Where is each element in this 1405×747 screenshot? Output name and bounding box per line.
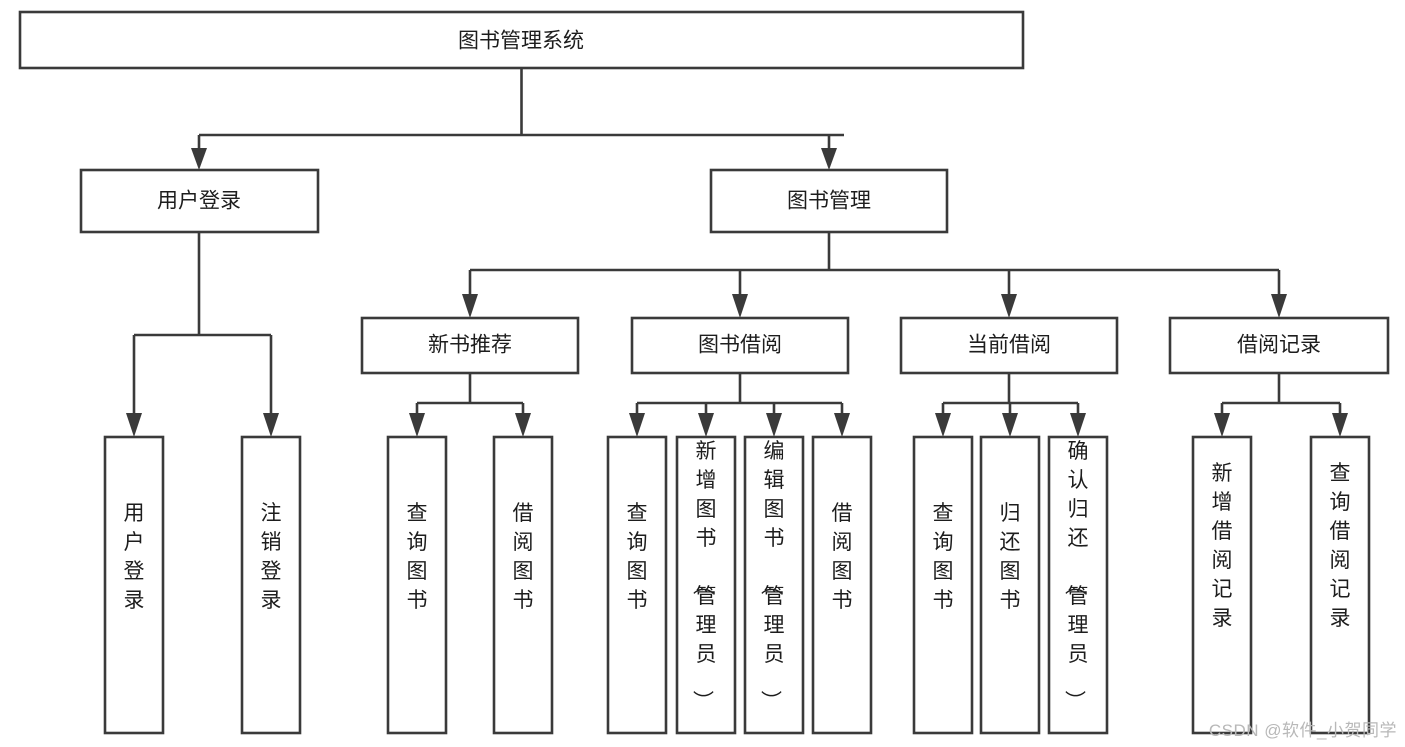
node-book-management[interactable]: 图书管理 xyxy=(709,168,949,234)
node-user-login-box[interactable] xyxy=(79,168,320,234)
node-borrow-record-label: 借阅记录 xyxy=(1237,334,1321,357)
leaf-new-book-1[interactable]: 查询图书 xyxy=(386,435,448,735)
arrowhead-leaf-cb-3 xyxy=(1070,413,1086,437)
arrowhead-leaf-bb-4 xyxy=(834,413,850,437)
arrowhead-leaf-br-2 xyxy=(1332,413,1348,437)
leaf-current-borrow-3-box[interactable] xyxy=(1047,435,1109,735)
leaf-current-borrow-1-box[interactable] xyxy=(912,435,974,735)
leaf-borrow-record-2-box[interactable] xyxy=(1309,435,1371,735)
node-current-borrow[interactable]: 当前借阅 xyxy=(899,316,1119,375)
leaf-user-login-1[interactable]: 用户登录 xyxy=(103,435,165,735)
leaf-user-login-2[interactable]: 注销登录 xyxy=(240,435,302,735)
arrowhead-leaf-nb-1 xyxy=(409,413,425,437)
leaf-current-borrow-1[interactable]: 查询图书 xyxy=(912,435,974,735)
leaf-new-book-2-label: 借阅图书 xyxy=(513,502,534,612)
leaf-user-login-2-label: 注销登录 xyxy=(261,502,282,612)
node-root[interactable]: 图书管理系统 xyxy=(18,10,1025,70)
node-user-login[interactable]: 用户登录 xyxy=(79,168,320,234)
leaf-new-book-2[interactable]: 借阅图书 xyxy=(492,435,554,735)
arrowhead-leaf-nb-2 xyxy=(515,413,531,437)
arrowhead-leaf-user-login-1 xyxy=(126,413,142,437)
node-borrow-record[interactable]: 借阅记录 xyxy=(1168,316,1390,375)
leaf-book-borrow-3[interactable]: 编辑图书（管理员） xyxy=(743,435,805,735)
leaf-new-book-1-box[interactable] xyxy=(386,435,448,735)
leaf-book-borrow-3-label: 编辑图书（管理员） xyxy=(759,440,785,711)
arrowhead-leaf-bb-1 xyxy=(629,413,645,437)
leaf-borrow-record-1-box[interactable] xyxy=(1191,435,1253,735)
leaf-book-borrow-3-box[interactable] xyxy=(743,435,805,735)
arrowhead-new-book xyxy=(462,294,478,318)
leaf-user-login-2-box[interactable] xyxy=(240,435,302,735)
leaf-book-borrow-4[interactable]: 借阅图书 xyxy=(811,435,873,735)
arrowhead-leaf-bb-3 xyxy=(766,413,782,437)
leaf-current-borrow-2-box[interactable] xyxy=(979,435,1041,735)
leaf-borrow-record-2-label: 查询借阅记录 xyxy=(1330,462,1351,630)
node-borrow-record-box[interactable] xyxy=(1168,316,1390,375)
arrowhead-book-borrow xyxy=(732,294,748,318)
arrowhead-leaf-user-login-2 xyxy=(263,413,279,437)
node-current-borrow-label: 当前借阅 xyxy=(967,334,1051,357)
node-root-box[interactable] xyxy=(18,10,1025,70)
arrowhead-leaf-bb-2 xyxy=(698,413,714,437)
node-user-login-label: 用户登录 xyxy=(157,190,241,213)
leaf-current-borrow-3[interactable]: 确认归还（管理员） xyxy=(1047,435,1109,735)
leaf-book-borrow-1[interactable]: 查询图书 xyxy=(606,435,668,735)
leaf-new-book-1-label: 查询图书 xyxy=(407,502,428,612)
leaf-borrow-record-1-label: 新增借阅记录 xyxy=(1212,462,1233,630)
node-new-book-recommend-label: 新书推荐 xyxy=(428,334,512,357)
leaf-book-borrow-1-label: 查询图书 xyxy=(627,502,648,612)
leaf-new-book-2-box[interactable] xyxy=(492,435,554,735)
leaf-current-borrow-2[interactable]: 归还图书 xyxy=(979,435,1041,735)
node-book-borrow-box[interactable] xyxy=(630,316,850,375)
node-book-borrow[interactable]: 图书借阅 xyxy=(630,316,850,375)
node-new-book-recommend-box[interactable] xyxy=(360,316,580,375)
arrowhead-current-borrow xyxy=(1001,294,1017,318)
arrowhead-book-mgmt xyxy=(821,148,837,170)
node-book-management-box[interactable] xyxy=(709,168,949,234)
leaf-user-login-1-label: 用户登录 xyxy=(124,502,145,612)
arrowhead-leaf-br-1 xyxy=(1214,413,1230,437)
leaf-current-borrow-2-label: 归还图书 xyxy=(1000,502,1021,612)
node-new-book-recommend[interactable]: 新书推荐 xyxy=(360,316,580,375)
leaf-user-login-1-box[interactable] xyxy=(103,435,165,735)
leaf-borrow-record-1[interactable]: 新增借阅记录 xyxy=(1191,435,1253,735)
leaf-book-borrow-2-box[interactable] xyxy=(675,435,737,735)
leaf-book-borrow-4-label: 借阅图书 xyxy=(832,502,853,612)
leaf-book-borrow-2[interactable]: 新增图书（管理员） xyxy=(675,435,737,735)
node-root-label: 图书管理系统 xyxy=(458,30,584,53)
arrowhead-borrow-record xyxy=(1271,294,1287,318)
arrowhead-leaf-cb-1 xyxy=(935,413,951,437)
leaf-current-borrow-3-label: 确认归还（管理员） xyxy=(1063,440,1089,711)
leaf-book-borrow-1-box[interactable] xyxy=(606,435,668,735)
node-current-borrow-box[interactable] xyxy=(899,316,1119,375)
arrowhead-user-login xyxy=(191,148,207,170)
leaf-borrow-record-2[interactable]: 查询借阅记录 xyxy=(1309,435,1371,735)
node-book-borrow-label: 图书借阅 xyxy=(698,334,782,357)
arrowhead-leaf-cb-2 xyxy=(1002,413,1018,437)
leaf-book-borrow-4-box[interactable] xyxy=(811,435,873,735)
edge-layer xyxy=(126,68,1348,437)
leaf-current-borrow-1-label: 查询图书 xyxy=(933,502,954,612)
leaf-book-borrow-2-label: 新增图书（管理员） xyxy=(691,440,717,711)
node-book-management-label: 图书管理 xyxy=(787,190,871,213)
